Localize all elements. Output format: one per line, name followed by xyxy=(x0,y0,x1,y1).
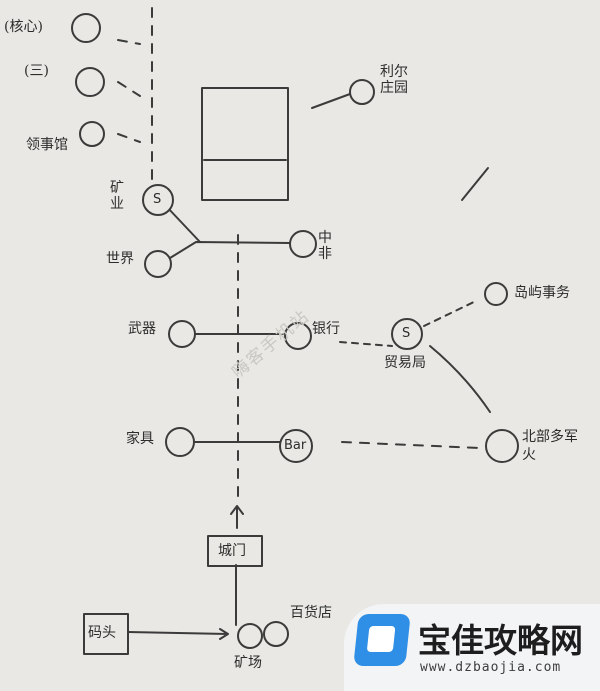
label-dongnan: 北部多军火 xyxy=(522,429,578,463)
node-hexin xyxy=(71,13,101,43)
brand-badge[interactable]: 宝佳攻略网 www.dzbaojia.com xyxy=(344,604,600,691)
node-bar xyxy=(279,429,313,463)
node-dongnan xyxy=(485,429,519,463)
brand-name: 宝佳攻略网 xyxy=(418,621,583,660)
node-kuangye xyxy=(142,184,174,216)
node-kuangzhan-left xyxy=(237,623,263,649)
line-to-liershi xyxy=(311,93,351,109)
node-yinhang xyxy=(284,322,312,350)
node-kuangzhan-right xyxy=(263,621,289,647)
label-maoyiju: 贸易局 xyxy=(384,355,426,371)
label-bar: Bar xyxy=(284,438,307,453)
matou-arrow xyxy=(127,628,229,640)
brand-url: www.dzbaojia.com xyxy=(420,660,562,675)
node-zhongfei xyxy=(289,230,317,258)
gate-box xyxy=(207,535,263,567)
label-hexin: (核心) xyxy=(4,19,43,35)
dash-lingshiguan xyxy=(117,133,141,143)
node-liershi xyxy=(349,79,375,105)
node-san xyxy=(75,67,105,97)
node-maoyiju xyxy=(391,318,423,350)
label-kuangye-mark: S xyxy=(153,192,162,207)
node-jiaju xyxy=(165,427,195,457)
label-shijie: 世界 xyxy=(106,251,134,267)
road-kuangye xyxy=(165,205,201,243)
brand-logo-icon xyxy=(353,614,411,666)
label-liershi: 利尔庄园 xyxy=(380,64,408,96)
label-matou: 码头 xyxy=(88,625,116,641)
label-chengmen: 城门 xyxy=(218,543,246,559)
label-jiaju: 家具 xyxy=(126,431,154,447)
label-kuangzhan: 矿场 xyxy=(234,655,262,671)
label-huochezhan: 百货店 xyxy=(290,605,332,621)
label-kuangye: 矿业 xyxy=(110,180,124,212)
matou-box xyxy=(83,613,129,655)
dash-maoyiju-fengmeng xyxy=(423,299,479,327)
dash-bar-dongnan xyxy=(341,441,481,449)
node-lingshiguan xyxy=(79,121,105,147)
upward-arrow xyxy=(230,505,244,529)
road-shijie-zhongfei xyxy=(169,241,291,259)
large-building xyxy=(201,87,289,201)
label-san: (三) xyxy=(24,63,49,79)
label-fengmeng: 岛屿事务 xyxy=(514,285,570,301)
node-fengmeng xyxy=(484,282,508,306)
label-lingshiguan: 领事馆 xyxy=(26,137,68,153)
label-yinhang: 银行 xyxy=(312,321,340,337)
stray-stroke xyxy=(461,167,489,201)
node-shijie xyxy=(144,250,172,278)
node-wuqi xyxy=(168,320,196,348)
dash-yinhang-maoyiju xyxy=(339,341,393,347)
dash-san xyxy=(117,81,141,97)
label-wuqi: 武器 xyxy=(128,321,156,337)
road-maoyiju-dongnan xyxy=(429,345,491,413)
dash-hexin xyxy=(117,39,141,45)
label-maoyiju-mark: S xyxy=(402,326,411,341)
label-zhongfei: 中非 xyxy=(318,230,332,262)
